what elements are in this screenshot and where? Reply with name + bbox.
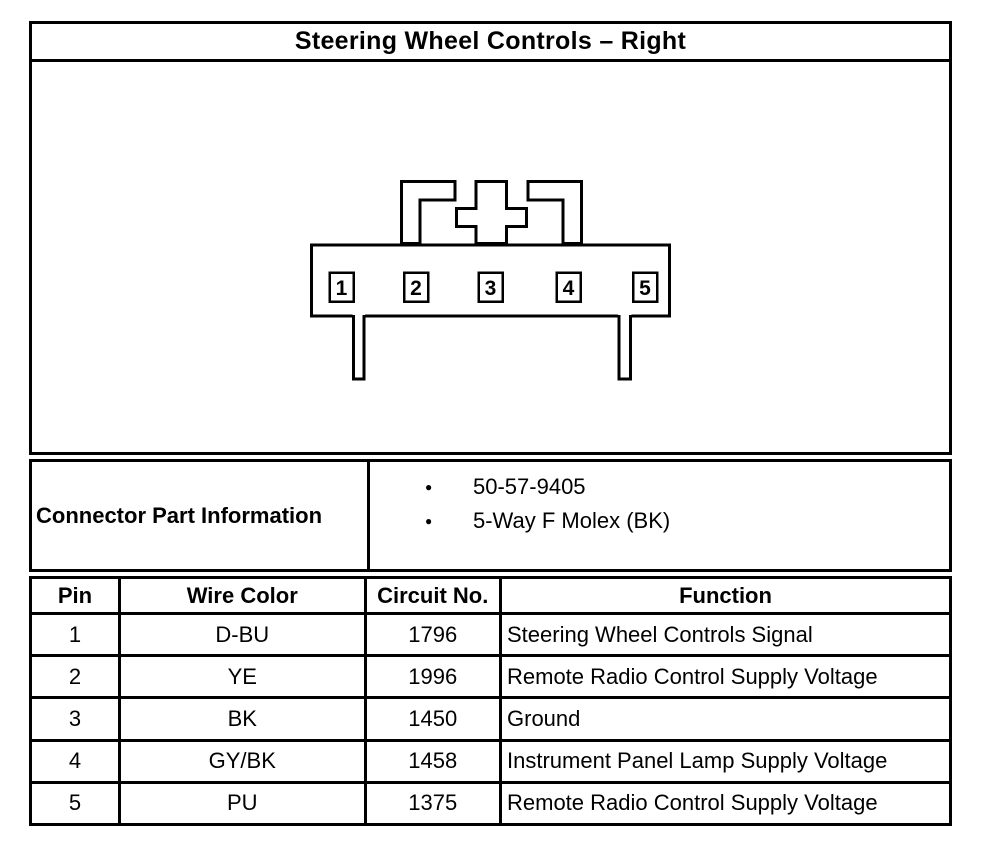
circuit-no-cell: 1458	[367, 741, 502, 781]
table-row: 1 D-BU 1796 Steering Wheel Controls Sign…	[32, 615, 949, 658]
connector-key-left-tab	[400, 180, 457, 245]
wire-color-header: Wire Color	[121, 579, 367, 612]
function-cell: Remote Radio Control Supply Voltage	[507, 663, 878, 689]
pin-number-4: 4	[563, 277, 575, 300]
list-item: ● 50-57-9405	[370, 470, 949, 504]
table-row: 5 PU 1375 Remote Radio Control Supply Vo…	[32, 783, 949, 824]
circuit-no-cell: 1375	[367, 783, 502, 824]
circuit-no-cell: 1996	[367, 657, 502, 697]
connector-type: 5-Way F Molex (BK)	[473, 508, 671, 533]
function-cell: Ground	[507, 706, 581, 731]
wire-color-cell: BK	[121, 699, 367, 739]
connector-diagram: 1 2 3 4 5	[32, 62, 949, 452]
connector-key-right-tab	[526, 180, 583, 245]
pin-cell: 2	[32, 657, 121, 697]
pin-number-5: 5	[639, 277, 651, 300]
pin-slot-1	[328, 271, 355, 303]
pin-cell: 5	[32, 783, 121, 824]
table-row: 4 GY/BK 1458 Instrument Panel Lamp Suppl…	[32, 741, 949, 784]
part-info-list: ● 50-57-9405 ● 5-Way F Molex (BK)	[370, 462, 949, 569]
pin-cell: 3	[32, 699, 121, 739]
page-title: Steering Wheel Controls – Right	[32, 24, 949, 62]
circuit-no-cell: 1450	[367, 699, 502, 739]
table-row: 2 YE 1996 Remote Radio Control Supply Vo…	[32, 657, 949, 700]
function-cell: Steering Wheel Controls Signal	[507, 621, 813, 647]
bullet-icon: ●	[425, 514, 433, 528]
wire-color-cell: PU	[121, 783, 367, 824]
title-diagram-section: Steering Wheel Controls – Right	[29, 21, 952, 455]
pin-function-table: Pin Wire Color Circuit No. Function 1 D-…	[29, 576, 952, 826]
table-row: 3 BK 1450 Ground	[32, 699, 949, 742]
wire-color-cell: GY/BK	[121, 741, 367, 781]
list-item: ● 5-Way F Molex (BK)	[370, 504, 949, 538]
connector-keyway-cross	[455, 180, 528, 245]
connector-leg-right	[617, 315, 632, 381]
connector-part-info-section: Connector Part Information ● 50-57-9405 …	[29, 459, 952, 572]
connector-pinout-page: Steering Wheel Controls – Right	[29, 21, 952, 826]
pin-header: Pin	[32, 579, 121, 612]
part-info-label: Connector Part Information	[32, 462, 370, 569]
pin-slot-4	[555, 271, 582, 303]
table-header-row: Pin Wire Color Circuit No. Function	[32, 579, 949, 615]
wire-color-cell: D-BU	[121, 615, 367, 655]
bullet-icon: ●	[425, 480, 433, 494]
pin-cell: 4	[32, 741, 121, 781]
pin-cell: 1	[32, 615, 121, 655]
connector-leg-left-gap	[352, 314, 365, 380]
function-cell: Instrument Panel Lamp Supply Voltage	[507, 748, 888, 774]
pin-slot-3	[477, 271, 504, 303]
part-number: 50-57-9405	[473, 474, 586, 499]
circuit-no-cell: 1796	[367, 615, 502, 655]
function-cell: Remote Radio Control Supply Voltage	[507, 790, 878, 816]
pin-number-3: 3	[485, 277, 497, 300]
pin-number-1: 1	[336, 277, 348, 300]
pin-slot-2	[402, 271, 430, 303]
pin-slot-5	[631, 271, 659, 303]
wire-color-cell: YE	[121, 657, 367, 697]
function-header: Function	[679, 582, 772, 608]
connector-leg-left	[352, 315, 366, 381]
connector-drawing: 1 2 3 4 5	[310, 180, 671, 381]
pin-number-2: 2	[410, 277, 422, 300]
connector-leg-right-gap	[618, 314, 632, 380]
circuit-no-header: Circuit No.	[367, 579, 502, 612]
